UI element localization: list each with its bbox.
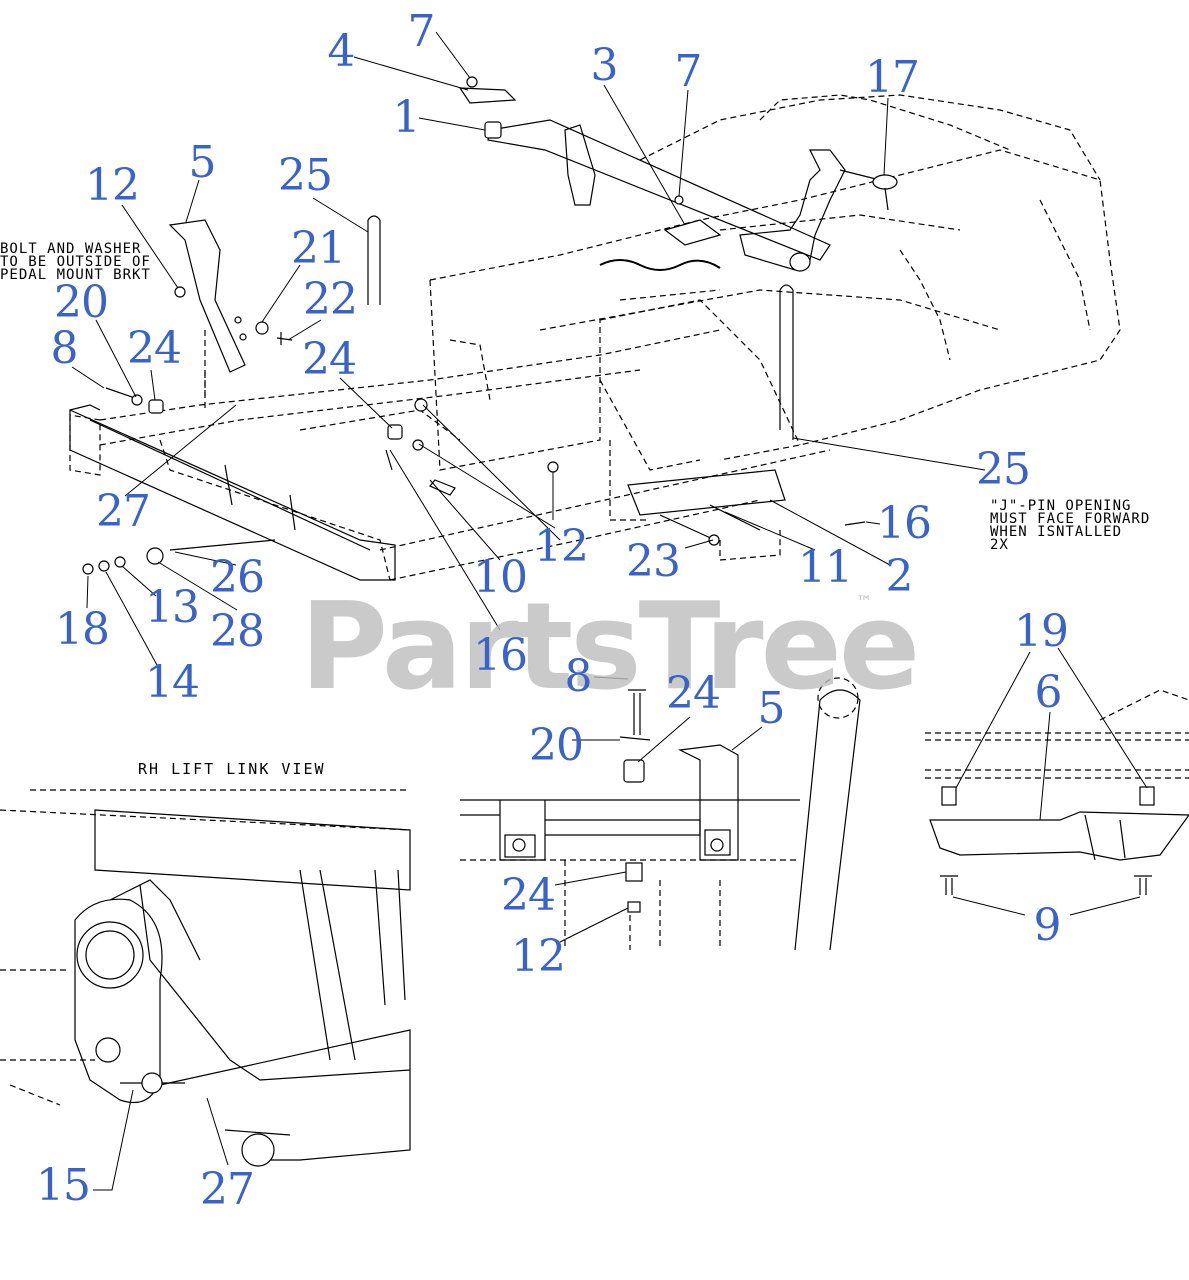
callout-c12: 20 (54, 277, 109, 328)
callout-c31: 24 (666, 668, 721, 719)
callout-c22: 2 (885, 551, 914, 602)
callout-c2: 4 (327, 26, 356, 77)
callout-c26: 13 (145, 582, 200, 633)
callout-c25: 26 (210, 552, 265, 603)
partstree-watermark: PartsTree (300, 578, 920, 717)
pedal-mount-bracket (168, 219, 247, 410)
callout-c37: 6 (1034, 667, 1063, 718)
bushing-inset (925, 647, 1189, 916)
callout-c28: 18 (55, 604, 110, 655)
leader-lines (71, 31, 986, 666)
callout-c3: 1 (392, 92, 421, 143)
callout-c36: 19 (1014, 606, 1069, 657)
callout-c33: 20 (529, 720, 584, 771)
callout-c39: 15 (36, 1160, 91, 1211)
j-pin-note: "J"-PIN OPENING MUST FACE FORWARD WHEN I… (990, 498, 1151, 553)
pedal-mount-inset (460, 676, 861, 951)
callout-c35: 12 (511, 931, 566, 982)
callout-c29: 14 (145, 657, 200, 708)
rh-lift-link-inset (0, 789, 411, 1191)
callout-c27: 28 (210, 606, 265, 657)
callout-c23: 16 (877, 498, 932, 549)
callout-c7: 12 (85, 160, 140, 211)
callout-c6: 17 (865, 52, 920, 103)
callout-c1: 7 (407, 6, 436, 57)
hardware-parts (82, 215, 866, 575)
callout-c24: 25 (976, 444, 1031, 495)
callout-c5: 7 (674, 46, 703, 97)
callout-c18: 10 (473, 552, 528, 603)
callout-c17: 12 (534, 521, 589, 572)
callout-c16: 27 (96, 486, 151, 537)
callout-c4: 3 (590, 40, 619, 91)
callout-c20: 23 (626, 536, 681, 587)
mower-frame-outline (69, 94, 1121, 581)
callout-c21: 11 (798, 542, 853, 593)
bolt-washer-note: BOLT AND WASHER TO BE OUTSIDE OF PEDAL M… (0, 241, 151, 283)
trademark-symbol: ™ (856, 592, 872, 611)
callout-c14: 24 (127, 323, 182, 374)
callout-c34: 24 (501, 870, 556, 921)
callout-c19: 16 (473, 630, 528, 681)
callout-c10: 21 (291, 223, 346, 274)
front-axle-beam (69, 404, 396, 581)
callout-c9: 25 (278, 150, 333, 201)
lift-shaft-assembly (458, 76, 898, 272)
callout-c11: 22 (303, 274, 358, 325)
callout-c15: 24 (302, 334, 357, 385)
callout-c8: 5 (188, 137, 217, 188)
callout-c32: 5 (757, 683, 786, 734)
callout-c30: 8 (564, 651, 593, 702)
callout-c13: 8 (50, 323, 79, 374)
rh-lift-link-view-title: RH LIFT LINK VIEW (138, 760, 326, 778)
callout-c40: 27 (200, 1164, 255, 1215)
callout-c38: 9 (1033, 900, 1062, 951)
